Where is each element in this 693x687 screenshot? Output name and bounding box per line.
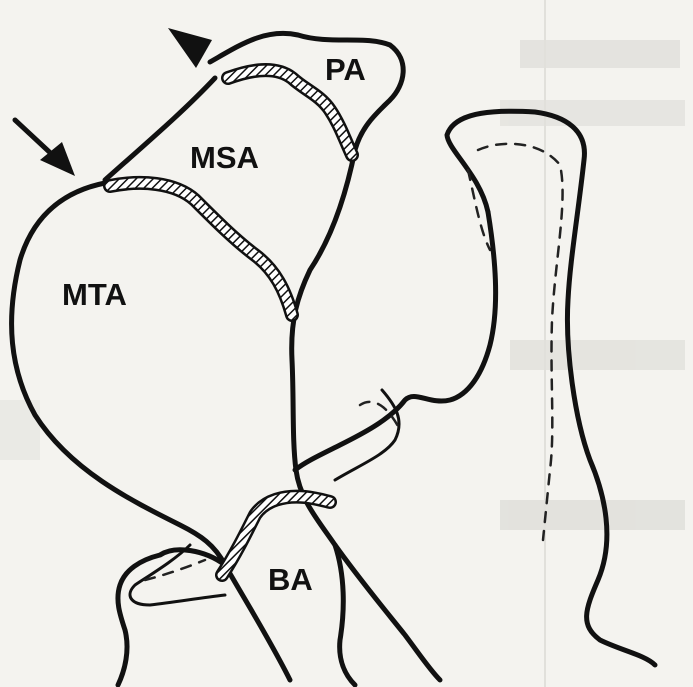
- arrowhead-pointer: [168, 28, 212, 68]
- isthmus-inner: [335, 390, 399, 480]
- arrow-pointer: [15, 120, 75, 176]
- isthmus-outline: [295, 212, 496, 470]
- label-msa: MSA: [190, 140, 259, 175]
- ba-inner-dashed: [145, 560, 205, 580]
- suture-msa-mta: [110, 183, 292, 315]
- label-mta: MTA: [62, 277, 127, 312]
- label-pa: PA: [325, 52, 366, 87]
- ba-outline: [118, 550, 225, 685]
- middle-edge-outline: [292, 150, 440, 680]
- label-ba: BA: [268, 562, 313, 597]
